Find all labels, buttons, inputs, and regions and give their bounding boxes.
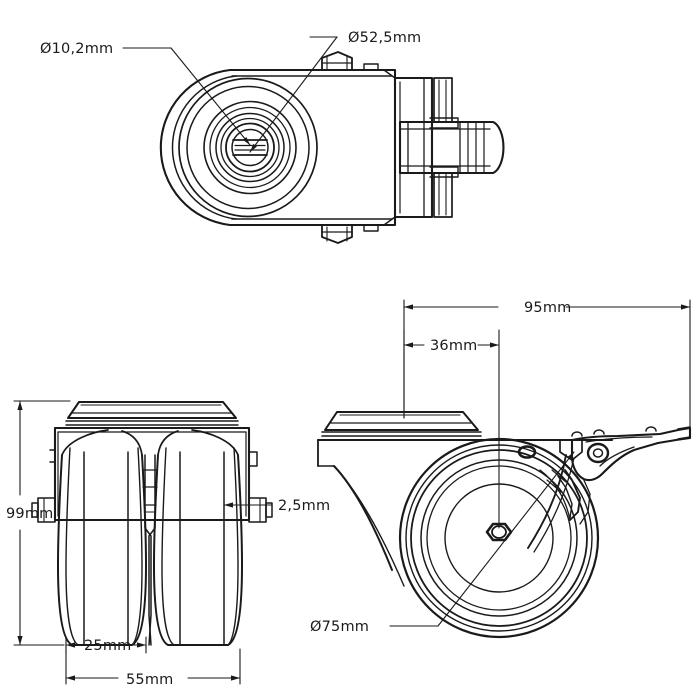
label-bolt-hole-diameter: Ø10,2mm [40,41,113,57]
label-tread-width: 2,5mm [278,498,330,514]
label-plate-diameter: Ø52,5mm [348,30,421,46]
leader-lines-top-view [122,36,338,153]
view-side-with-brake [316,411,692,639]
dimension-99mm [13,400,71,646]
leader-line-d75 [389,451,575,627]
dimension-36mm [403,329,500,529]
label-offset-length: 36mm [430,338,478,354]
dimension-25mm [65,636,147,654]
dimension-95mm [403,299,691,439]
label-overall-length: 95mm [524,300,572,316]
label-overall-height: 99mm [6,506,54,522]
view-front-twin-wheel [31,401,273,646]
label-wheel-diameter: Ø75mm [310,619,369,635]
label-overall-width: 55mm [126,672,174,688]
view-top-plan [159,51,505,244]
dimension-55mm [65,648,241,685]
label-wheel-width: 25mm [84,638,132,654]
